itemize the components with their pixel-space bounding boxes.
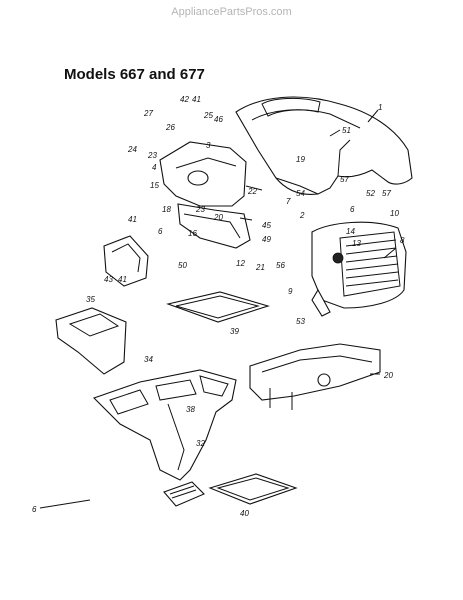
leader-lines bbox=[39, 109, 397, 509]
callout: 10 bbox=[390, 209, 399, 218]
callout: 40 bbox=[240, 509, 249, 518]
site-watermark: AppliancePartsPros.com bbox=[171, 6, 292, 18]
callout: 49 bbox=[262, 235, 271, 244]
callout: 20 bbox=[213, 213, 223, 222]
callout: 56 bbox=[276, 261, 285, 270]
callout: 20 bbox=[383, 371, 393, 380]
fender-34 bbox=[92, 369, 237, 481]
side-bracket bbox=[103, 235, 149, 287]
callout: 9 bbox=[288, 287, 293, 296]
callout: 18 bbox=[162, 205, 171, 214]
callout: 45 bbox=[262, 221, 271, 230]
callout: 26 bbox=[165, 123, 175, 132]
callout: 23 bbox=[147, 151, 157, 160]
callout: 21 bbox=[255, 263, 265, 272]
callout: 1 bbox=[378, 103, 382, 112]
callout: 54 bbox=[296, 189, 305, 198]
callout: 41 bbox=[192, 95, 201, 104]
callout: 41 bbox=[118, 275, 127, 284]
callout: 13 bbox=[352, 239, 361, 248]
callout: 53 bbox=[296, 317, 305, 326]
callout: 46 bbox=[214, 115, 223, 124]
callout: 57 bbox=[340, 175, 349, 184]
callout: 50 bbox=[178, 261, 187, 270]
callout: 35 bbox=[86, 295, 95, 304]
callout: 6 bbox=[158, 227, 163, 236]
grille bbox=[311, 221, 407, 317]
callout: 24 bbox=[127, 145, 137, 154]
callout: 16 bbox=[188, 229, 197, 238]
callout: 7 bbox=[286, 197, 291, 206]
callout: 25 bbox=[203, 111, 213, 120]
callout: 3 bbox=[206, 141, 211, 150]
frame bbox=[249, 343, 381, 410]
floor-plate-39 bbox=[166, 291, 270, 323]
pad-6 bbox=[163, 481, 205, 507]
callout: 52 bbox=[366, 189, 375, 198]
callout: 23 bbox=[195, 205, 205, 214]
callout: 19 bbox=[296, 155, 305, 164]
callout: 57 bbox=[382, 189, 391, 198]
callout: 6 bbox=[350, 205, 355, 214]
callout: 15 bbox=[150, 181, 159, 190]
callout: 8 bbox=[400, 236, 405, 245]
callout: 34 bbox=[144, 355, 153, 364]
callout: 43 bbox=[104, 275, 113, 284]
callout: 4 bbox=[152, 163, 157, 172]
floor-plate-40 bbox=[208, 473, 298, 505]
dash-housing bbox=[159, 141, 251, 249]
callout: 38 bbox=[186, 405, 195, 414]
fender-piece-35 bbox=[55, 307, 127, 375]
callout: 39 bbox=[230, 327, 239, 336]
callout: 22 bbox=[247, 187, 257, 196]
callout: 51 bbox=[342, 126, 351, 135]
callout: 14 bbox=[346, 227, 355, 236]
callout: 12 bbox=[236, 259, 245, 268]
callout: 27 bbox=[143, 109, 153, 118]
callout: 41 bbox=[128, 215, 137, 224]
callout: 6 bbox=[32, 505, 37, 514]
callout: 42 bbox=[180, 95, 189, 104]
callout: 32 bbox=[196, 439, 205, 448]
callout: 2 bbox=[299, 211, 305, 220]
diagram-title: Models 667 and 677 bbox=[64, 66, 205, 83]
